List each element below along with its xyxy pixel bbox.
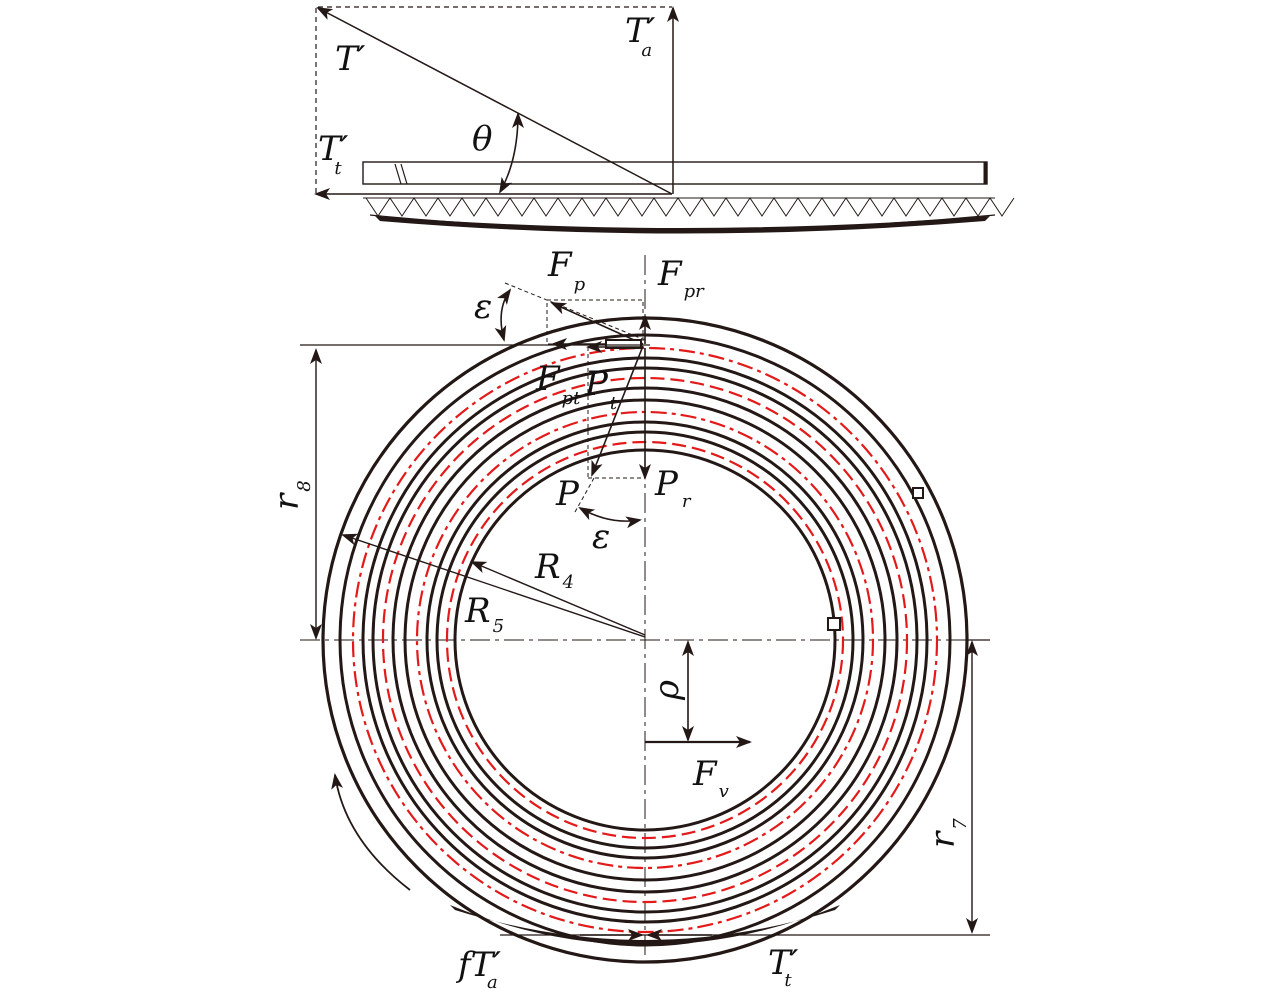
pitch-ring [381,376,909,904]
label-t-a: T′a [625,11,656,61]
rotation-arrow [331,773,411,891]
f-p-arrow [550,302,644,345]
theta-arc [499,112,524,194]
label-t-t-bottom: T′t [768,943,799,991]
r5-line [341,533,646,638]
label-theta: θ [472,119,492,159]
side-view [314,6,1015,234]
label-t-t-top: T′t [318,129,349,179]
label-epsilon-bottom: ε [592,517,610,557]
epsilon-bottom-arc [578,507,642,529]
epsilon-top-arc [494,288,512,342]
label-epsilon-top: ε [474,287,492,327]
label-f-t-a: fT′a [455,945,501,992]
r4-line [470,561,646,636]
t-prime-arrow [316,7,673,195]
label-r7: r7 [923,818,971,848]
pitch-ring [351,346,939,934]
front-view [300,255,990,964]
disk-plate [362,161,988,185]
label-r8: r8 [267,480,315,510]
label-rho: ρ [647,680,687,701]
p-arrow [591,345,644,477]
label-t-prime: T′ [335,39,366,79]
spiral-teeth [365,197,1015,217]
label-p: P [555,474,580,514]
